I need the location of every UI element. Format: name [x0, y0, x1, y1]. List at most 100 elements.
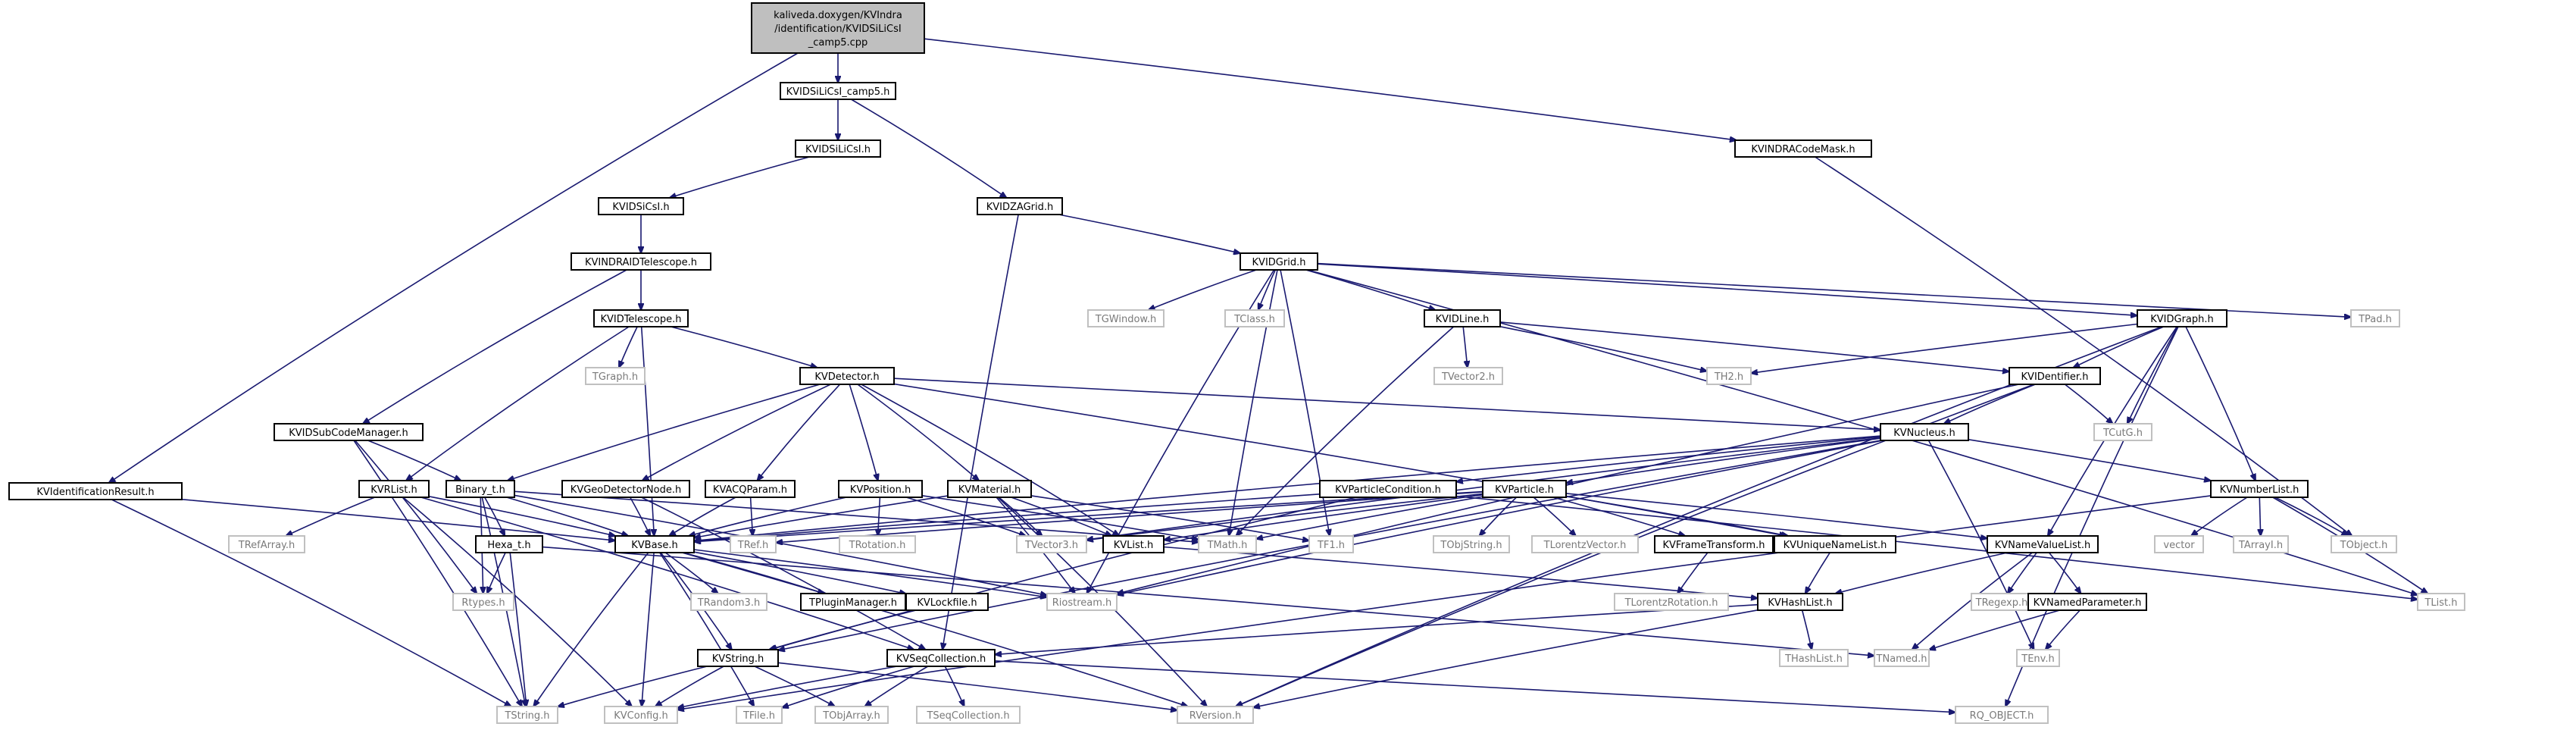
node-box: [2137, 309, 2227, 327]
node-kvidsilicsi-camp5-h[interactable]: KVIDSiLiCsI_camp5.h: [780, 82, 896, 100]
edge-kvidgrid_h-to-kvidline_h: [1305, 269, 1436, 310]
node-kvhashlist-h[interactable]: KVHashList.h: [1757, 593, 1843, 611]
edge-kvidentifier_h-to-kvnucleus_h: [1944, 384, 2036, 424]
edge-kvnamevaluelist_h-to-kvhashlist_h: [1835, 552, 2008, 594]
node-label: TRandom3.h: [697, 597, 760, 609]
node-label: TNamed.h: [1876, 653, 1927, 665]
node-box: [1016, 535, 1087, 553]
node-tseqcollection-h: TSeqCollection.h: [916, 706, 1021, 724]
node-label: TVector2.h: [1441, 371, 1495, 383]
node-box: [1433, 535, 1510, 553]
edge-kvlist_h-to-kvhashlist_h: [1163, 546, 1758, 599]
edge-kvidgrid_h-to-tclass_h: [1258, 269, 1277, 310]
node-riostream-h: Riostream.h: [1046, 593, 1118, 611]
node-tobject-h: TObject.h: [2331, 535, 2397, 553]
node-kvidgraph-h[interactable]: KVIDGraph.h: [2137, 309, 2227, 327]
node-kvrlist-h[interactable]: KVRList.h: [358, 480, 430, 498]
edge-kvidentifier_h-to-tcutg_h: [2064, 384, 2112, 424]
node-binary-t-h[interactable]: Binary_t.h: [445, 480, 515, 498]
node-kvidsilicsi-h[interactable]: KVIDSiLiCsI.h: [795, 139, 881, 158]
edge-kvposition_h-to-tvector3_h: [905, 497, 1026, 536]
node-box: [977, 197, 1063, 215]
node-kvidentificationresult-h[interactable]: KVIdentificationResult.h: [8, 482, 183, 500]
edge-kvparticle_h-to-kvframetransform_h: [1552, 497, 1686, 536]
node-label: TFile.h: [742, 710, 775, 722]
node-root-source-file[interactable]: kaliveda.doxygen/KVIndra /identification…: [751, 2, 925, 54]
node-tpluginmanager-h[interactable]: TPluginManager.h: [800, 593, 906, 611]
node-kvacqparam-h[interactable]: KVACQParam.h: [705, 480, 796, 498]
edge-kvparticle_h-to-tvector3_h: [1086, 493, 1483, 540]
node-kvnamedparameter-h[interactable]: KVNamedParameter.h: [2027, 593, 2147, 611]
edge-kvbase_h-to-kvlockfile_h: [693, 551, 906, 594]
node-box: [2233, 535, 2289, 553]
node-kvidtelescope-h[interactable]: KVIDTelescope.h: [593, 309, 689, 327]
node-kvposition-h[interactable]: KVPosition.h: [838, 480, 923, 498]
node-label: KVFrameTransform.h: [1663, 540, 1765, 551]
node-box: [445, 480, 515, 498]
node-tarrayi-h: TArrayI.h: [2233, 535, 2289, 553]
node-kvnumberlist-h[interactable]: KVNumberList.h: [2210, 480, 2309, 498]
edge-kvidgrid_h-to-tgwindow_h: [1149, 269, 1257, 310]
edge-kvidsubcodemanager_h-to-tstring_h: [353, 440, 522, 707]
node-kvbase-h[interactable]: KVBase.h: [614, 535, 695, 553]
node-label: RQ_OBJECT.h: [1970, 710, 2034, 722]
node-kvdetector-h[interactable]: KVDetector.h: [799, 367, 895, 385]
node-kvlist-h[interactable]: KVList.h: [1102, 535, 1165, 553]
node-box: [1102, 535, 1165, 553]
node-kvidsubcodemanager-h[interactable]: KVIDSubCodeManager.h: [274, 423, 424, 441]
edge-kvnucleus_h-to-kvparticle_h: [1566, 437, 1881, 483]
node-kvidline-h[interactable]: KVIDLine.h: [1424, 309, 1501, 327]
edge-kvuniquenamelist_h-to-kvhashlist_h: [1805, 552, 1830, 594]
node-kvframetransform-h[interactable]: KVFrameTransform.h: [1654, 535, 1774, 553]
node-label: KVBase.h: [631, 540, 677, 551]
node-kvseqcollection-h[interactable]: KVSeqCollection.h: [886, 649, 996, 667]
node-box: [916, 706, 1021, 724]
edge-kvidtelescope_h-to-kvbase_h: [640, 326, 655, 536]
edge-kvframetransform_h-to-tlorentzrotation_h: [1677, 552, 1708, 594]
node-label: KVIDSiLiCsI.h: [805, 144, 871, 155]
node-kvgeodetectornode-h[interactable]: KVGeoDetectorNode.h: [561, 480, 690, 498]
node-box: [2009, 367, 2101, 385]
node-kvlockfile-h[interactable]: KVLockfile.h: [905, 593, 989, 611]
node-rversion-h: RVersion.h: [1177, 706, 1254, 724]
node-kvindraidtelescope-h[interactable]: KVINDRAIDTelescope.h: [571, 252, 711, 271]
node-label: KVIDZAGrid.h: [986, 202, 1054, 213]
node-label: KVIDSubCodeManager.h: [289, 428, 408, 439]
node-kvnucleus-h[interactable]: KVNucleus.h: [1880, 423, 1969, 441]
node-kvidzagrid-h[interactable]: KVIDZAGrid.h: [977, 197, 1063, 215]
edge-hexa_t_h-to-tstring_h: [509, 552, 527, 707]
node-label: TList.h: [2424, 597, 2457, 609]
node-label: KVNameValueList.h: [1995, 540, 2091, 551]
node-box: [1654, 535, 1774, 553]
edge-kvdetector_h-to-kvnucleus_h: [893, 378, 1880, 430]
edge-kvidgrid_h-to-kvidgraph_h: [1317, 263, 2137, 315]
node-box: [1046, 593, 1118, 611]
node-kvparticlecondition-h[interactable]: KVParticleCondition.h: [1319, 480, 1457, 498]
node-hexa-t-h[interactable]: Hexa_t.h: [475, 535, 543, 553]
edge-kvseqcollection_h-to-kvconfig_h: [677, 666, 898, 708]
header-nodes: kaliveda.doxygen/KVIndra /identification…: [8, 2, 2465, 724]
node-label: KVParticle.h: [1495, 484, 1554, 496]
edge-kvidgrid_h-to-tpad_h: [1317, 262, 2351, 318]
node-label: KVACQParam.h: [713, 484, 787, 496]
node-kvidsicsi-h[interactable]: KVIDSiCsI.h: [598, 197, 684, 215]
edge-kvposition_h-to-kvbase_h: [689, 497, 847, 536]
edge-kvacqparam_h-to-tref_h: [751, 497, 753, 536]
edge-kvbase_h-to-trandom3_h: [664, 552, 718, 594]
edge-kvidgraph_h-to-kvidentifier_h: [2073, 326, 2165, 368]
node-box: [1955, 706, 2049, 724]
node-box: [1614, 593, 1729, 611]
node-kvmaterial-h[interactable]: KVMaterial.h: [947, 480, 1032, 498]
node-kvuniquenamelist-h[interactable]: KVUniqueNameList.h: [1774, 535, 1896, 553]
node-label: TRef.h: [737, 540, 768, 551]
node-label: KVINDRACodeMask.h: [1751, 144, 1855, 155]
node-kvindracodemask-h[interactable]: KVINDRACodeMask.h: [1734, 139, 1872, 158]
node-kvnamevaluelist-h[interactable]: KVNameValueList.h: [1987, 535, 2099, 553]
node-kvidentifier-h[interactable]: KVIDentifier.h: [2009, 367, 2101, 385]
node-kvidgrid-h[interactable]: KVIDGrid.h: [1240, 252, 1318, 271]
node-box: [274, 423, 424, 441]
node-kvstring-h[interactable]: KVString.h: [697, 649, 779, 667]
node-box: [585, 367, 646, 385]
node-kvparticle-h[interactable]: KVParticle.h: [1482, 480, 1567, 498]
edge-kvbase_h-to-riostream_h: [693, 549, 1047, 597]
